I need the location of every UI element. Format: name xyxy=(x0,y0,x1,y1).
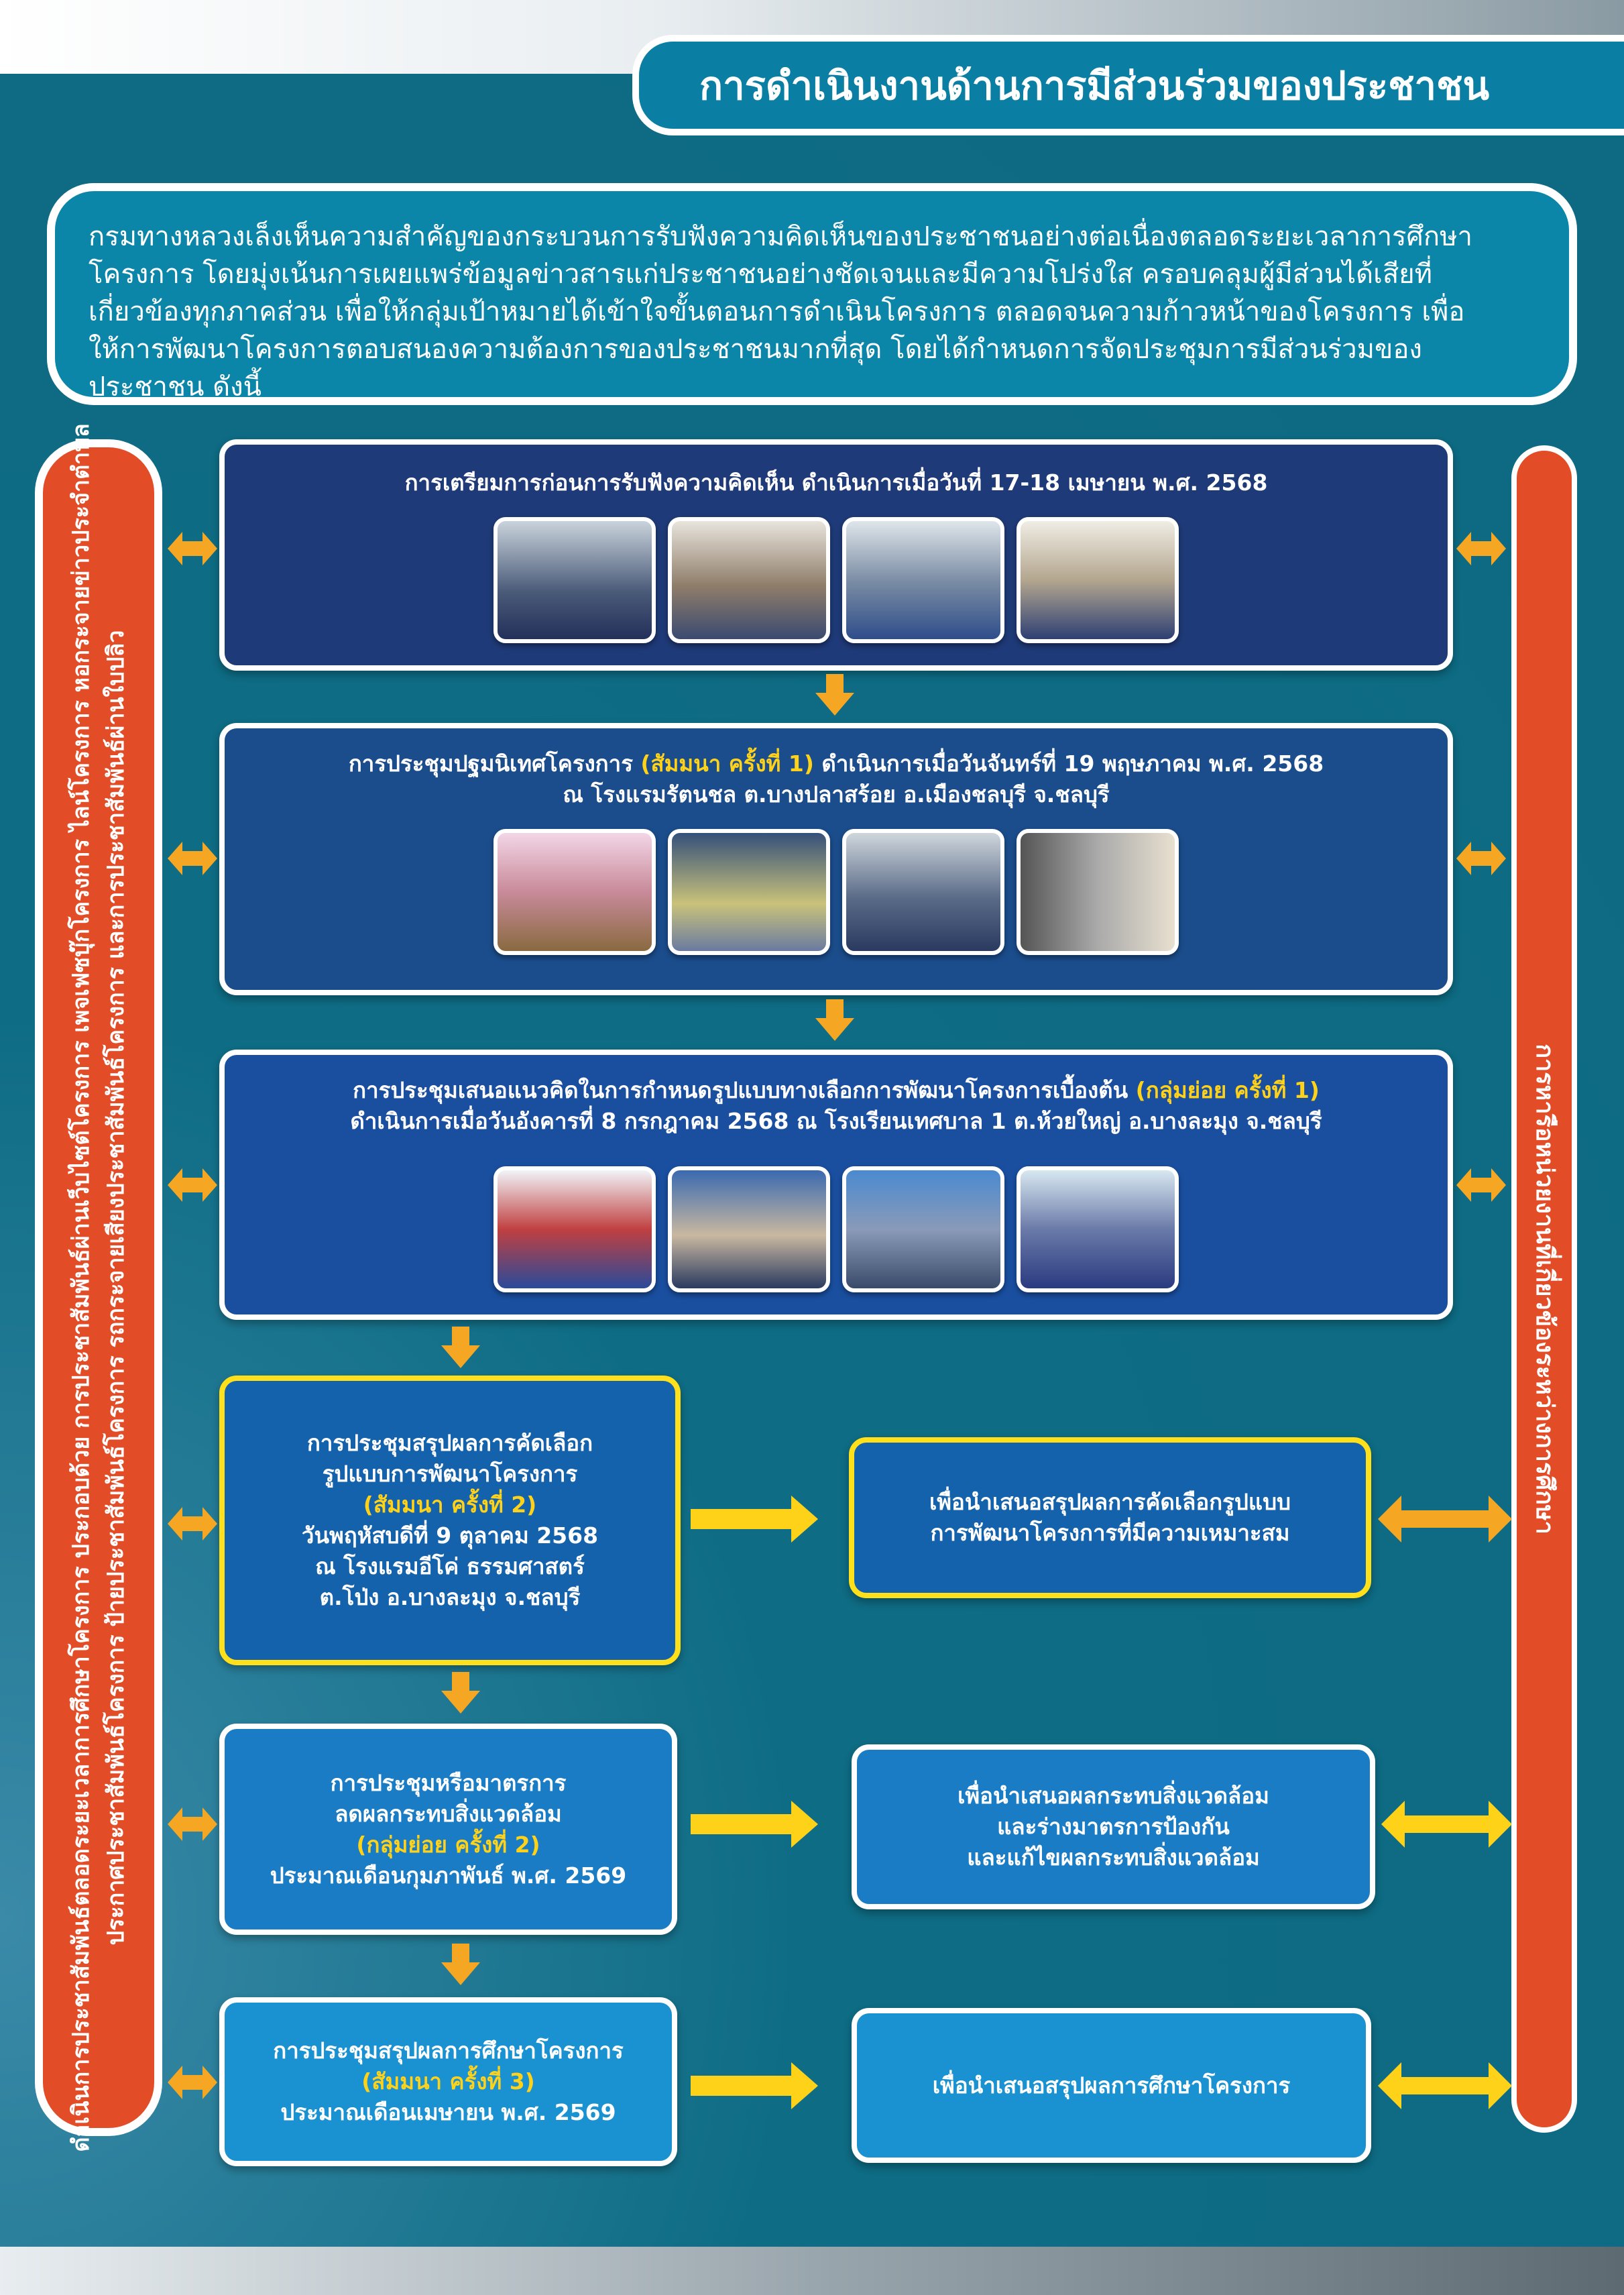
photo xyxy=(842,517,1004,643)
photo xyxy=(842,829,1004,955)
step-3-line2: ดำเนินการเมื่อวันอังคารที่ 8 กรกฎาคม 256… xyxy=(350,1108,1322,1134)
photo xyxy=(842,1166,1004,1292)
left-publicity-bar: ดำเนินการประชาสัมพันธ์ตลอดระยะเวลาการศึก… xyxy=(35,423,162,2152)
step-6-line3: ประมาณเดือนเมษายน พ.ศ. 2569 xyxy=(280,2099,616,2125)
step-5-highlight: (กลุ่มย่อย ครั้งที่ 2) xyxy=(356,1831,540,1858)
photo xyxy=(494,1166,656,1292)
left-bar-line2: ประกาศประชาสัมพันธ์โครงการ ป้ายประชาสัมพ… xyxy=(103,630,129,1946)
step-5-outcome: เพื่อนำเสนอผลกระทบสิ่งแวดล้อม และร่างมาต… xyxy=(852,1744,1375,1909)
step-5-line1: การประชุมหรือมาตรการ xyxy=(330,1769,567,1796)
left-bar-line1: ดำเนินการประชาสัมพันธ์ตลอดระยะเวลาการศึก… xyxy=(68,423,95,2152)
intro-text: กรมทางหลวงเล็งเห็นความสำคัญของกระบวนการร… xyxy=(47,183,1577,405)
step-4-outcome-line2: การพัฒนาโครงการที่มีความเหมาะสม xyxy=(930,1520,1290,1546)
photo xyxy=(668,1166,830,1292)
step-4-line2: รูปแบบการพัฒนาโครงการ xyxy=(322,1461,578,1487)
photo xyxy=(668,829,830,955)
step-4-box: การประชุมสรุปผลการคัดเลือก รูปแบบการพัฒน… xyxy=(219,1376,681,1665)
step-4-outcome: เพื่อนำเสนอสรุปผลการคัดเลือกรูปแบบ การพั… xyxy=(849,1437,1371,1598)
step-6-line1: การประชุมสรุปผลการศึกษาโครงการ xyxy=(273,2037,624,2064)
step-4-line3: วันพฤหัสบดีที่ 9 ตุลาคม 2568 xyxy=(301,1522,599,1549)
step-6-box: การประชุมสรุปผลการศึกษาโครงการ (สัมมนา ค… xyxy=(219,1997,677,2166)
right-bar-text: การหารือหน่วยงานที่เกี่ยวข้องระหว่างการศ… xyxy=(1531,1044,1558,1534)
photo xyxy=(494,829,656,955)
step-4-outcome-line1: เพื่อนำเสนอสรุปผลการคัดเลือกรูปแบบ xyxy=(929,1489,1291,1515)
step-2-box: การประชุมปฐมนิเทศโครงการ (สัมมนา ครั้งที… xyxy=(219,723,1453,995)
step-5-outcome-line3: และแก้ไขผลกระทบสิ่งแวดล้อม xyxy=(967,1844,1260,1870)
page-title: การดำเนินงานด้านการมีส่วนร่วมของประชาชน xyxy=(632,35,1624,135)
step-1-box: การเตรียมการก่อนการรับฟังความคิดเห็น ดำเ… xyxy=(219,439,1453,671)
photo xyxy=(1017,517,1179,643)
step-2-line2: ณ โรงแรมรัตนชล ต.บางปลาสร้อย อ.เมืองชลบุ… xyxy=(563,781,1110,807)
step-4-line5: ต.โป่ง อ.บางละมุง จ.ชลบุรี xyxy=(319,1584,581,1610)
step-1-title: การเตรียมการก่อนการรับฟังความคิดเห็น ดำเ… xyxy=(404,469,1268,496)
step-5-line2: ลดผลกระทบสิ่งแวดล้อม xyxy=(335,1800,562,1827)
step-2-line1: การประชุมปฐมนิเทศโครงการ (สัมมนา ครั้งที… xyxy=(348,750,1324,777)
right-consult-bar: การหารือหน่วยงานที่เกี่ยวข้องระหว่างการศ… xyxy=(1511,445,1577,2133)
step-5-box: การประชุมหรือมาตรการ ลดผลกระทบสิ่งแวดล้อ… xyxy=(219,1724,677,1935)
step-3-box: การประชุมเสนอแนวคิดในการกำหนดรูปแบบทางเล… xyxy=(219,1050,1453,1320)
photo xyxy=(1017,829,1179,955)
photo xyxy=(1017,1166,1179,1292)
step-4-highlight: (สัมมนา ครั้งที่ 2) xyxy=(363,1492,537,1518)
photo xyxy=(494,517,656,643)
step-4-line4: ณ โรงแรมอีโค่ ธรรมศาสตร์ xyxy=(315,1553,585,1579)
photo xyxy=(668,517,830,643)
step-5-outcome-line1: เพื่อนำเสนอผลกระทบสิ่งแวดล้อม xyxy=(958,1783,1269,1809)
step-6-outcome-line1: เพื่อนำเสนอสรุปผลการศึกษาโครงการ xyxy=(932,2072,1291,2098)
step-5-line3: ประมาณเดือนกุมภาพันธ์ พ.ศ. 2569 xyxy=(270,1862,627,1889)
step-6-outcome: เพื่อนำเสนอสรุปผลการศึกษาโครงการ xyxy=(852,2008,1371,2163)
step-4-line1: การประชุมสรุปผลการคัดเลือก xyxy=(306,1430,593,1456)
step-3-line1: การประชุมเสนอแนวคิดในการกำหนดรูปแบบทางเล… xyxy=(353,1077,1320,1103)
step-6-highlight: (สัมมนา ครั้งที่ 3) xyxy=(361,2068,535,2094)
step-5-outcome-line2: และร่างมาตรการป้องกัน xyxy=(997,1813,1230,1840)
bottom-band xyxy=(0,2247,1624,2295)
